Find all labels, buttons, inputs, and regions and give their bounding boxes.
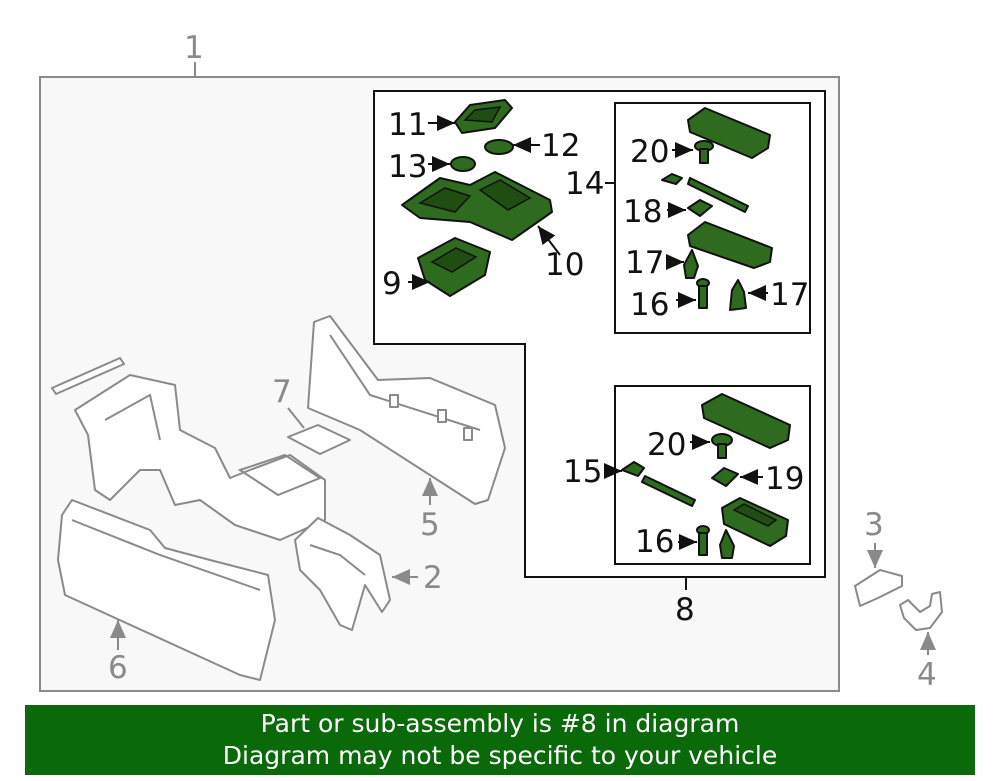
part-16-screw-b[interactable] [696, 525, 710, 556]
part-bumper-c[interactable] [719, 529, 735, 559]
callout-4: 4 [917, 657, 937, 693]
part-16-screw-a[interactable] [696, 278, 710, 309]
callout-8: 8 [675, 592, 695, 628]
callout-14: 14 [565, 166, 604, 202]
banner-line-1: Part or sub-assembly is #8 in diagram [260, 709, 740, 738]
part-4-clip[interactable] [899, 591, 943, 631]
callout-19: 19 [765, 461, 804, 497]
callout-6: 6 [108, 650, 128, 686]
part-6-side-panel[interactable] [57, 499, 276, 681]
part-11-lid[interactable] [454, 99, 513, 134]
part-20-screw-b[interactable] [711, 433, 733, 459]
callout-18: 18 [623, 194, 662, 230]
parts-diagram: 1 8 11 12 13 10 9 14 20 [39, 30, 943, 693]
part-20-screw-a[interactable] [694, 140, 714, 164]
callout-15: 15 [563, 454, 602, 490]
callout-10: 10 [545, 247, 584, 283]
callout-2: 2 [423, 560, 443, 596]
part-13-ring[interactable] [450, 156, 476, 172]
callout-9: 9 [382, 266, 402, 302]
part-19-clip[interactable] [711, 467, 739, 487]
part-hinge-rod-a[interactable] [661, 173, 749, 213]
callout-17b: 17 [770, 277, 809, 313]
part-18-clip[interactable] [687, 199, 713, 217]
callout-12: 12 [541, 128, 580, 164]
banner-line-2: Diagram may not be specific to your vehi… [222, 741, 778, 770]
callout-20b: 20 [647, 427, 686, 463]
callout-7: 7 [272, 374, 292, 410]
callout-17a: 17 [625, 245, 664, 281]
part-2-bracket[interactable] [294, 517, 391, 631]
part-9-bin[interactable] [417, 237, 491, 297]
callout-13: 13 [388, 149, 427, 185]
part-15-hinge-rod[interactable] [621, 461, 696, 507]
part-14-cover-upper[interactable] [687, 107, 771, 159]
callout-16a: 16 [630, 287, 669, 323]
part-14-cover-lower[interactable] [687, 221, 773, 269]
callout-3: 3 [864, 507, 884, 543]
part-7-pad[interactable] [287, 424, 351, 455]
part-10-tray[interactable] [401, 171, 553, 241]
part-17-bumper-b[interactable] [729, 279, 747, 311]
part-console-base[interactable] [51, 357, 326, 541]
part-17-bumper-a[interactable] [683, 249, 699, 279]
callout-20a: 20 [630, 134, 669, 170]
callout-16b: 16 [635, 524, 674, 560]
part-cover-lower-box[interactable] [701, 393, 791, 449]
part-12-ring[interactable] [484, 139, 514, 155]
info-banner: Part or sub-assembly is #8 in diagram Di… [25, 705, 975, 775]
callout-11: 11 [388, 107, 427, 143]
part-5-rear-panel[interactable] [307, 315, 506, 505]
part-latch-plate[interactable] [721, 497, 789, 547]
part-3-bracket[interactable] [854, 569, 903, 607]
callout-1: 1 [184, 30, 204, 66]
callout-5: 5 [420, 507, 440, 543]
